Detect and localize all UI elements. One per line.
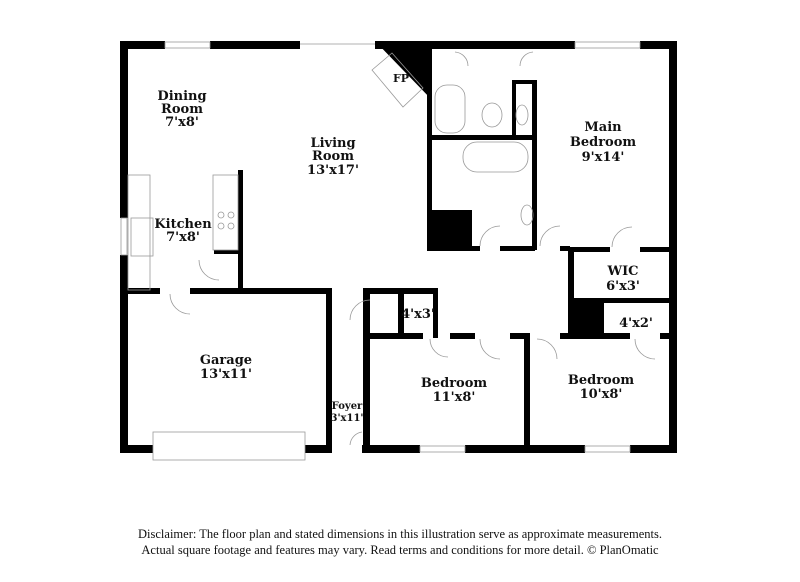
garage-label: Garage — [200, 353, 252, 368]
door-swing — [479, 225, 501, 247]
window — [584, 445, 631, 453]
door-swing — [349, 299, 371, 321]
door-swing — [611, 226, 633, 248]
counter — [127, 174, 151, 291]
fireplace-label: FP — [393, 72, 409, 85]
closet-size: 4'x3' — [401, 307, 435, 322]
window — [419, 445, 466, 453]
garage-door — [152, 431, 306, 461]
window — [574, 41, 641, 49]
counter — [212, 174, 239, 251]
room-labels: Dining Room 7'x8' Living Room 13'x17' Ki… — [154, 72, 653, 424]
door-swing — [519, 51, 534, 67]
main-bedroom-size: 9'x14' — [582, 150, 625, 165]
window — [120, 217, 128, 256]
dining-room-label: Dining — [157, 89, 206, 104]
foyer-size: 3'x11' — [331, 413, 364, 424]
bathtub-icon — [434, 84, 466, 134]
main-bedroom-label: Bedroom — [570, 135, 637, 150]
kitchen-label: Kitchen — [154, 217, 212, 232]
door-swing — [536, 338, 558, 360]
fixtures — [120, 41, 656, 461]
sink-icon — [130, 217, 154, 257]
door-swing — [349, 431, 363, 446]
bedroom-size: 11'x8' — [433, 390, 476, 405]
living-room-size: 13'x17' — [307, 163, 359, 178]
foyer-label: Foyer — [332, 401, 363, 412]
main-bedroom-label: Main — [584, 120, 622, 135]
kitchen-size: 7'x8' — [166, 230, 200, 245]
door-swing — [479, 338, 501, 360]
disclaimer-line-1: Disclaimer: The floor plan and stated di… — [138, 527, 662, 541]
door-swing — [539, 225, 561, 247]
closet-size: 4'x2' — [619, 316, 653, 331]
living-room-label: Room — [312, 149, 354, 164]
door-swing — [198, 259, 220, 281]
disclaimer-line-2: Actual square footage and features may v… — [141, 543, 659, 557]
toilet-icon — [481, 102, 503, 128]
door-swing — [454, 51, 469, 67]
walls — [120, 41, 677, 453]
stove-icon — [217, 211, 235, 230]
sink-icon — [515, 104, 529, 126]
door-swing — [429, 338, 449, 358]
wic-size: 6'x3' — [606, 279, 640, 294]
bedroom-size: 10'x8' — [580, 387, 623, 402]
living-room-label: Living — [310, 136, 355, 151]
door-swing — [169, 293, 191, 315]
sink-icon — [520, 204, 534, 226]
door-swing — [634, 338, 656, 360]
garage-size: 13'x11' — [200, 367, 252, 382]
bedroom-label: Bedroom — [568, 373, 635, 388]
window — [164, 41, 211, 49]
dining-room-size: 7'x8' — [165, 115, 199, 130]
bedroom-label: Bedroom — [421, 376, 488, 391]
wic-label: WIC — [606, 264, 638, 279]
dining-room-label: Room — [161, 102, 203, 117]
bathtub-icon — [462, 141, 529, 173]
fireplace-icon — [371, 52, 424, 108]
